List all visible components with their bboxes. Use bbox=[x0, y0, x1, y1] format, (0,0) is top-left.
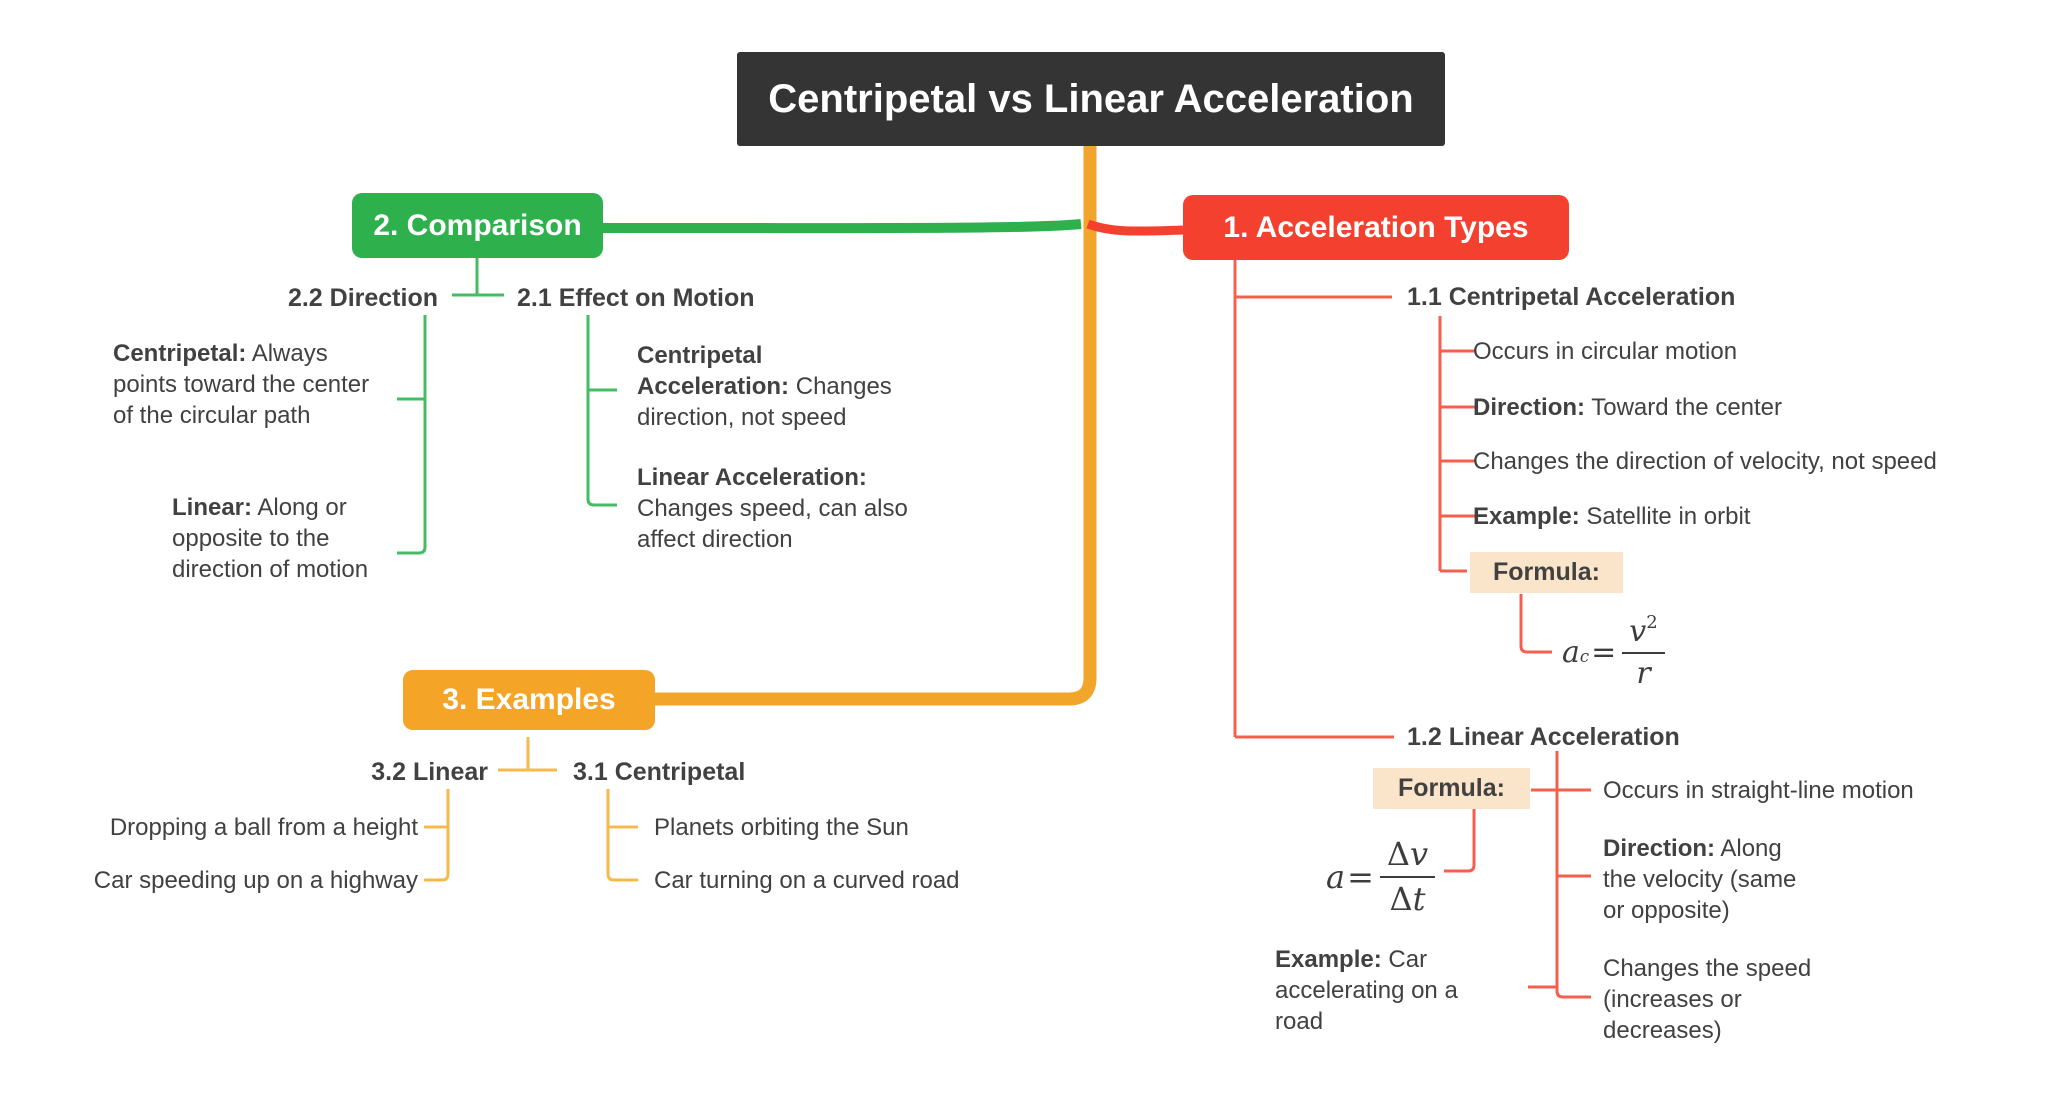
denominator: r bbox=[1636, 656, 1651, 691]
examples-branch-wires bbox=[424, 737, 638, 882]
leaf-text: Car accelerating on a road bbox=[1275, 946, 1458, 1035]
numerator-delta: Δ bbox=[1386, 835, 1410, 873]
formula-chip-label: Formula: bbox=[1493, 558, 1600, 586]
equals-sign: = bbox=[1347, 857, 1374, 896]
leaf-changes-direction[interactable]: Changes the direction of velocity, not s… bbox=[1473, 446, 1937, 477]
equals-sign: = bbox=[1591, 635, 1617, 670]
subbranch-label-text: 1.1 Centripetal Acceleration bbox=[1407, 283, 1736, 311]
subbranch-label-text: 3.2 Linear bbox=[371, 758, 488, 786]
leaf-text: Car turning on a curved road bbox=[654, 867, 960, 894]
numerator-variable: v bbox=[1410, 835, 1429, 873]
branch-node-acceleration-types[interactable]: 1. Acceleration Types bbox=[1183, 195, 1569, 260]
leaf-bold: Centripetal: bbox=[113, 340, 247, 367]
subbranch-label-2-1[interactable]: 2.1 Effect on Motion bbox=[517, 284, 755, 313]
leaf-text: Occurs in straight-line motion bbox=[1603, 777, 1914, 804]
leaf-bold: Direction: bbox=[1473, 394, 1586, 421]
leaf-text: Changes the direction of velocity, not s… bbox=[1473, 448, 1937, 475]
subbranch-label-1-1[interactable]: 1.1 Centripetal Acceleration bbox=[1407, 283, 1735, 312]
leaf-direction-along[interactable]: Direction: Along the velocity (same or o… bbox=[1603, 833, 1809, 926]
leaf-text: Changes direction, not speed bbox=[637, 373, 892, 431]
leaf-example-satellite[interactable]: Example: Satellite in orbit bbox=[1473, 501, 1750, 532]
leaf-linear-accel-changes[interactable]: Linear Acceleration: Changes speed, can … bbox=[637, 462, 909, 555]
leaf-bold: Example: bbox=[1275, 946, 1382, 973]
leaf-bold: Direction: bbox=[1603, 835, 1716, 862]
subbranch-label-text: 2.2 Direction bbox=[287, 284, 438, 312]
denominator-delta: Δ bbox=[1389, 880, 1413, 918]
branch-label: 2. Comparison bbox=[373, 208, 582, 242]
subbranch-label-3-1[interactable]: 3.1 Centripetal bbox=[573, 758, 745, 787]
denominator-variable: t bbox=[1412, 880, 1426, 918]
branch-label: 1. Acceleration Types bbox=[1223, 210, 1529, 244]
branch-node-comparison[interactable]: 2. Comparison bbox=[352, 193, 603, 258]
leaf-text: Planets orbiting the Sun bbox=[654, 814, 909, 841]
acceleration-branch-wires bbox=[1233, 258, 1591, 999]
leaf-centripetal-accel-changes[interactable]: Centripetal Acceleration: Changes direct… bbox=[637, 340, 899, 433]
leaf-bold: Centripetal Acceleration: bbox=[637, 342, 790, 400]
subbranch-label-text: 3.1 Centripetal bbox=[573, 758, 746, 786]
leaf-planets-orbiting[interactable]: Planets orbiting the Sun bbox=[654, 812, 909, 843]
comparison-trunk-line bbox=[599, 219, 1082, 234]
leaf-example-car-accelerating[interactable]: Example: Car accelerating on a road bbox=[1275, 944, 1480, 1037]
subbranch-label-1-2[interactable]: 1.2 Linear Acceleration bbox=[1407, 723, 1680, 752]
formula-chip-centripetal[interactable]: Formula: bbox=[1470, 552, 1623, 593]
leaf-text: Along or opposite to the direction of mo… bbox=[172, 494, 369, 583]
branch-node-examples[interactable]: 3. Examples bbox=[403, 670, 655, 730]
leaf-text: Along the velocity (same or opposite) bbox=[1603, 835, 1797, 924]
root-node-label: Centripetal vs Linear Acceleration bbox=[768, 76, 1414, 121]
root-node[interactable]: Centripetal vs Linear Acceleration bbox=[737, 52, 1445, 146]
leaf-dropping-ball[interactable]: Dropping a ball from a height bbox=[88, 812, 418, 843]
leaf-changes-speed[interactable]: Changes the speed (increases or decrease… bbox=[1603, 953, 1815, 1046]
leaf-text: Changes speed, can also affect direction bbox=[637, 495, 908, 553]
subbranch-label-3-2[interactable]: 3.2 Linear bbox=[350, 758, 488, 787]
formula-subscript: c bbox=[1579, 647, 1590, 666]
comparison-branch-wires bbox=[397, 257, 617, 555]
leaf-text: Changes the speed (increases or decrease… bbox=[1603, 955, 1812, 1044]
subbranch-label-text: 2.1 Effect on Motion bbox=[517, 284, 755, 312]
formula-chip-label: Formula: bbox=[1398, 774, 1505, 802]
leaf-bold: Linear: bbox=[172, 494, 253, 521]
branch-label: 3. Examples bbox=[442, 683, 616, 716]
leaf-linear-along[interactable]: Linear: Along or opposite to the directi… bbox=[172, 492, 372, 585]
formula-variable: a bbox=[1562, 635, 1580, 670]
acceleration-trunk-line bbox=[1086, 219, 1184, 236]
leaf-centripetal-always[interactable]: Centripetal: Always points toward the ce… bbox=[113, 338, 383, 431]
leaf-text: Car speeding up on a highway bbox=[93, 867, 418, 894]
numerator-variable: v bbox=[1629, 614, 1647, 649]
leaf-occurs-straight[interactable]: Occurs in straight-line motion bbox=[1603, 775, 1914, 806]
leaf-car-turning[interactable]: Car turning on a curved road bbox=[654, 865, 960, 896]
leaf-text: Satellite in orbit bbox=[1579, 503, 1751, 530]
leaf-text: Toward the center bbox=[1585, 394, 1783, 421]
leaf-text: Dropping a ball from a height bbox=[109, 814, 418, 841]
formula-chip-linear[interactable]: Formula: bbox=[1373, 768, 1530, 809]
formula-variable: a bbox=[1326, 857, 1346, 896]
numerator-exponent: 2 bbox=[1646, 612, 1658, 633]
leaf-car-speeding[interactable]: Car speeding up on a highway bbox=[88, 865, 418, 896]
examples-trunk-line bbox=[655, 144, 1097, 706]
subbranch-label-2-2[interactable]: 2.2 Direction bbox=[268, 284, 438, 313]
main-branch-lines bbox=[599, 144, 1184, 706]
leaf-occurs-circular[interactable]: Occurs in circular motion bbox=[1473, 336, 1737, 367]
leaf-bold: Example: bbox=[1473, 503, 1580, 530]
leaf-text: Always points toward the center of the c… bbox=[113, 340, 370, 429]
leaf-direction-center[interactable]: Direction: Toward the center bbox=[1473, 392, 1782, 423]
leaf-bold: Linear Acceleration: bbox=[637, 464, 867, 491]
leaf-text: Occurs in circular motion bbox=[1473, 338, 1738, 365]
subbranch-label-text: 1.2 Linear Acceleration bbox=[1407, 723, 1680, 751]
